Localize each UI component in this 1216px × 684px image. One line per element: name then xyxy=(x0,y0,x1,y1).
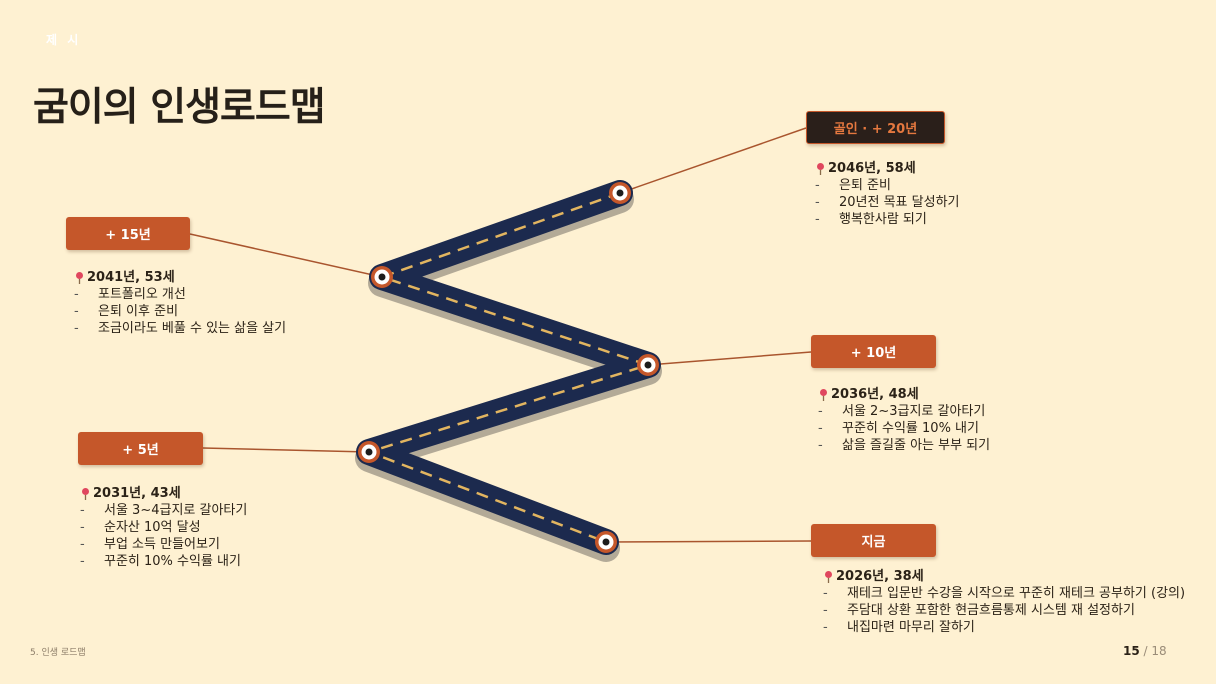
page-number: 15 / 18 xyxy=(1123,644,1167,658)
milestone-heading-text: 2026년, 38세 xyxy=(836,569,924,584)
list-item: 꾸준히 10% 수익률 내기 xyxy=(80,553,247,570)
waypoint-goal-icon xyxy=(609,182,631,204)
goal-list: 서울 3~4급지로 갈아타기 순자산 10억 달성 부업 소득 만들어보기 꾸준… xyxy=(80,502,247,570)
connector-line-10 xyxy=(647,351,812,366)
list-item: 꾸준히 수익률 10% 내기 xyxy=(818,420,990,437)
list-item: 삶을 즐길줄 아는 부부 되기 xyxy=(818,437,990,454)
pin-icon xyxy=(825,571,832,583)
milestone-heading-5: 2031년, 43세 xyxy=(80,485,247,502)
road-body xyxy=(356,180,661,555)
page-total: 18 xyxy=(1151,644,1167,658)
milestone-details-15: 2041년, 53세 포트폴리오 개선 은퇴 이후 준비 조금이라도 베풀 수 … xyxy=(74,269,286,337)
milestone-heading-15: 2041년, 53세 xyxy=(74,269,286,286)
milestone-label-5: + 5년 xyxy=(78,432,203,465)
milestone-details-goal: 2046년, 58세 은퇴 준비 20년전 목표 달성하기 행복한사람 되기 xyxy=(815,160,960,228)
milestone-heading-text: 2031년, 43세 xyxy=(93,486,181,501)
list-item: 순자산 10억 달성 xyxy=(80,519,247,536)
corner-label: 제 시 xyxy=(46,33,82,47)
goal-list: 포트폴리오 개선 은퇴 이후 준비 조금이라도 베풀 수 있는 삶을 살기 xyxy=(74,286,286,337)
milestone-heading-goal: 2046년, 58세 xyxy=(815,160,960,177)
page-current: 15 xyxy=(1123,644,1140,658)
pin-icon xyxy=(820,389,827,401)
waypoint-15-icon xyxy=(371,266,393,288)
list-item: 행복한사람 되기 xyxy=(815,211,960,228)
waypoint-10-icon xyxy=(637,354,659,376)
list-item: 은퇴 이후 준비 xyxy=(74,303,286,320)
list-item: 부업 소득 만들어보기 xyxy=(80,536,247,553)
pin-icon xyxy=(817,163,824,175)
list-item: 은퇴 준비 xyxy=(815,177,960,194)
milestone-label-10: + 10년 xyxy=(811,335,936,368)
list-item: 20년전 목표 달성하기 xyxy=(815,194,960,211)
footer-section-label: 5. 인생 로드맵 xyxy=(30,648,86,658)
milestone-heading-10: 2036년, 48세 xyxy=(818,386,990,403)
milestone-heading-text: 2046년, 58세 xyxy=(828,161,916,176)
list-item: 서울 3~4급지로 갈아타기 xyxy=(80,502,247,519)
list-item: 서울 2~3급지로 갈아타기 xyxy=(818,403,990,420)
list-item: 내집마련 마무리 잘하기 xyxy=(823,619,1198,636)
goal-list: 은퇴 준비 20년전 목표 달성하기 행복한사람 되기 xyxy=(815,177,960,228)
list-item: 주담대 상환 포함한 현금흐름통제 시스템 재 설정하기 xyxy=(823,602,1198,619)
connector-line-now xyxy=(605,540,812,543)
list-item: 포트폴리오 개선 xyxy=(74,286,286,303)
connector-line-15 xyxy=(189,233,383,278)
page-separator: / xyxy=(1143,644,1148,658)
milestone-details-now: 2026년, 38세 재테크 입문반 수강을 시작으로 꾸준히 재테크 공부하기… xyxy=(823,568,1198,636)
milestone-details-5: 2031년, 43세 서울 3~4급지로 갈아타기 순자산 10억 달성 부업 … xyxy=(80,485,247,570)
milestone-details-10: 2036년, 48세 서울 2~3급지로 갈아타기 꾸준히 수익률 10% 내기… xyxy=(818,386,990,454)
connector-line-goal xyxy=(619,127,807,194)
milestone-label-goal: 골인 · + 20년 xyxy=(806,111,945,144)
waypoint-now-icon xyxy=(595,531,617,553)
pin-icon xyxy=(76,272,83,284)
connector-line-5 xyxy=(202,447,370,453)
pin-icon xyxy=(82,488,89,500)
list-item: 조금이라도 베풀 수 있는 삶을 살기 xyxy=(74,320,286,337)
goal-list: 재테크 입문반 수강을 시작으로 꾸준히 재테크 공부하기 (강의) 주담대 상… xyxy=(823,585,1198,636)
list-item: 재테크 입문반 수강을 시작으로 꾸준히 재테크 공부하기 (강의) xyxy=(823,585,1198,602)
waypoint-5-icon xyxy=(358,441,380,463)
milestone-heading-text: 2041년, 53세 xyxy=(87,270,175,285)
page-title: 굼이의 인생로드맵 xyxy=(33,85,326,130)
milestone-label-15: + 15년 xyxy=(66,217,190,250)
road-centerline xyxy=(367,191,650,544)
goal-list: 서울 2~3급지로 갈아타기 꾸준히 수익률 10% 내기 삶을 즐길줄 아는 … xyxy=(818,403,990,454)
milestone-label-now: 지금 xyxy=(811,524,936,557)
milestone-heading-text: 2036년, 48세 xyxy=(831,387,919,402)
milestone-heading-now: 2026년, 38세 xyxy=(823,568,1198,585)
